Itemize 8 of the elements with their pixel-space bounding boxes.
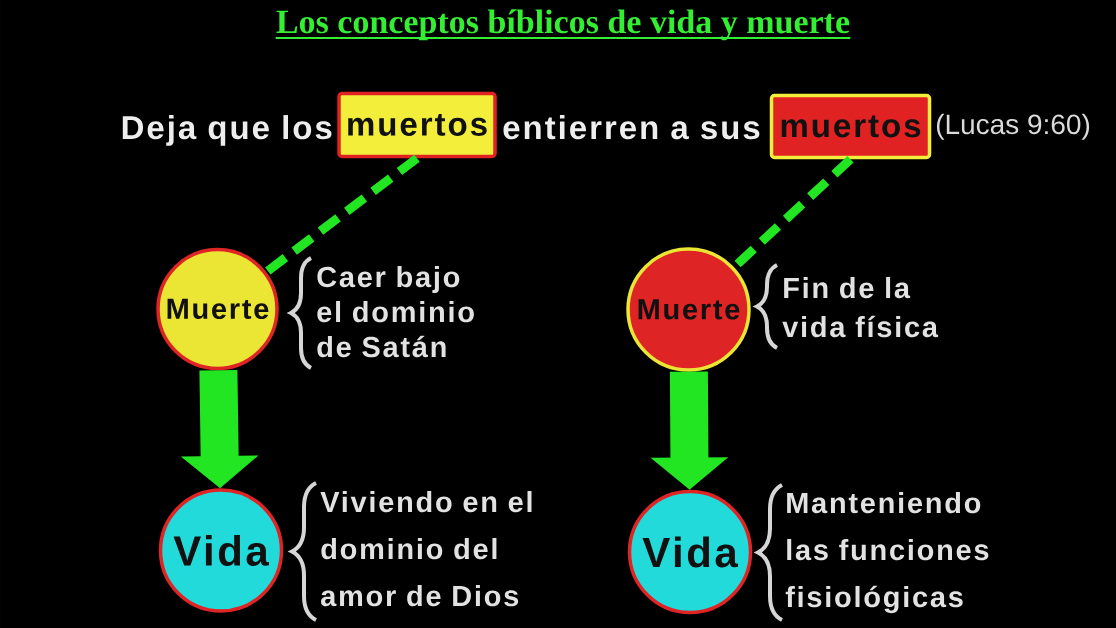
highlight-box: muertos (337, 91, 497, 159)
description-text: Manteniendo las funciones fisiológicas (785, 491, 989, 614)
sentence-text: entierren a sus (503, 115, 760, 140)
highlight-box: muertos (769, 93, 932, 160)
description-text: Fin de la vida física (782, 276, 939, 338)
description-text: Caer bajo el dominio de Satán (317, 265, 474, 358)
dashed-line (263, 154, 420, 276)
description-text: Viviendo en el dominio del amor de Dios (320, 490, 532, 607)
